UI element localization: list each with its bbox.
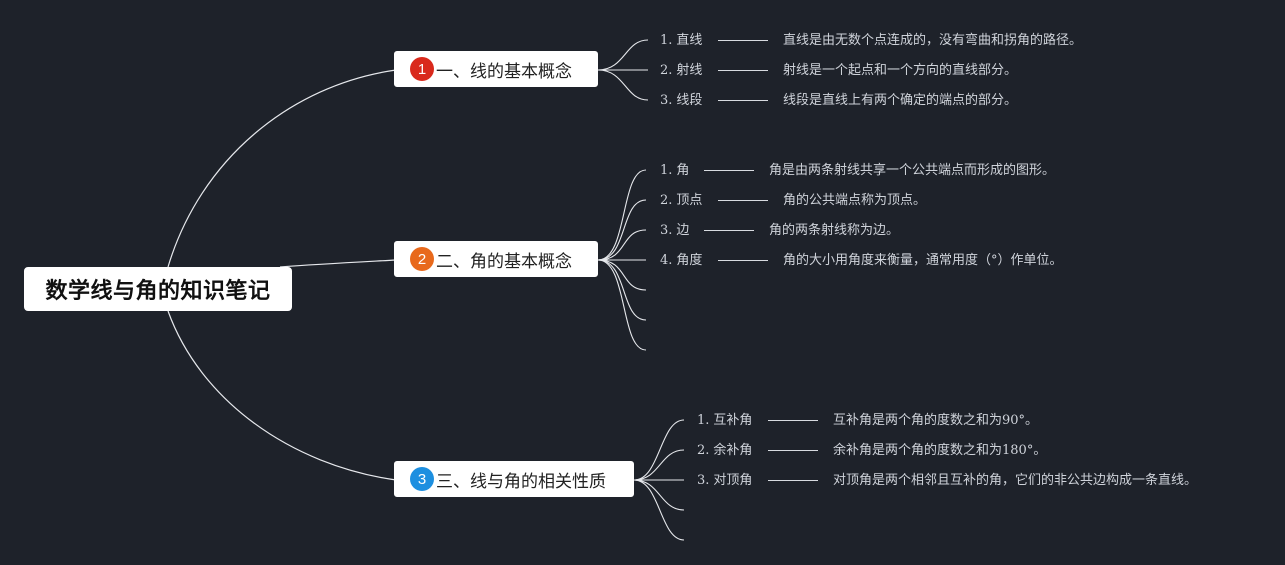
term-item[interactable]: 2.顶点 <box>660 193 703 208</box>
term-item[interactable]: 1.互补角 <box>697 413 753 428</box>
root-node[interactable]: 数学线与角的知识笔记 <box>24 267 292 311</box>
connector-b2-e5 <box>597 259 647 291</box>
connector-root-branch-1 <box>167 69 397 268</box>
definition-text: 对顶角是两个相邻且互补的角，它们的非公共边构成一条直线。 <box>833 473 1198 488</box>
connector-b3-e5 <box>633 479 685 541</box>
term-connector-dash <box>768 450 818 451</box>
branch-node-1[interactable]: 1 一、线的基本概念 <box>394 51 598 87</box>
definition-text: 角是由两条射线共享一个公共端点而形成的图形。 <box>769 163 1056 178</box>
root-title: 数学线与角的知识笔记 <box>45 279 271 304</box>
badge-1: 1 <box>410 57 434 81</box>
term-item[interactable]: 2.余补角 <box>697 443 753 458</box>
connector-root-branch-3 <box>167 310 397 481</box>
connector-b1-i3 <box>597 69 649 101</box>
connector-b3-e4 <box>633 479 685 511</box>
term-connector-dash <box>718 200 768 201</box>
term-item[interactable]: 2.射线 <box>660 63 703 78</box>
branch-node-2[interactable]: 2 二、角的基本概念 <box>394 241 598 277</box>
definition-text: 直线是由无数个点连成的，没有弯曲和拐角的路径。 <box>783 33 1083 48</box>
term-item[interactable]: 3.线段 <box>660 93 703 108</box>
connector-b2-e6 <box>597 259 647 321</box>
term-item[interactable]: 4.角度 <box>660 253 703 268</box>
connector-b3-i1 <box>633 419 685 481</box>
term-connector-dash <box>704 230 754 231</box>
connector-b2-i1 <box>597 169 647 261</box>
definition-text: 余补角是两个角的度数之和为180°。 <box>833 443 1047 458</box>
branch-title-3: 三、线与角的相关性质 <box>436 471 606 492</box>
branch-title-2: 二、角的基本概念 <box>436 251 572 272</box>
definition-text: 角的两条射线称为边。 <box>769 223 900 238</box>
definition-text: 射线是一个起点和一个方向的直线部分。 <box>783 63 1018 78</box>
badge-2: 2 <box>410 247 434 271</box>
term-connector-dash <box>768 480 818 481</box>
term-connector-dash <box>718 70 768 71</box>
definition-text: 互补角是两个角的度数之和为90°。 <box>833 413 1039 428</box>
branch-node-3[interactable]: 3 三、线与角的相关性质 <box>394 461 634 497</box>
term-item[interactable]: 3.边 <box>660 223 690 238</box>
badge-3: 3 <box>410 467 434 491</box>
definition-text: 角的大小用角度来衡量，通常用度（°）作单位。 <box>783 253 1063 268</box>
definition-text: 角的公共端点称为顶点。 <box>783 193 927 208</box>
connector-root-branch-2 <box>279 259 397 268</box>
connector-b2-i3 <box>597 229 647 261</box>
term-connector-dash <box>718 100 768 101</box>
connector-b3-i2 <box>633 449 685 481</box>
connector-b2-e7 <box>597 259 647 351</box>
term-connector-dash <box>704 170 754 171</box>
branch-title-1: 一、线的基本概念 <box>436 61 572 82</box>
connector-b1-i1 <box>597 39 649 71</box>
connector-b2-i2 <box>597 199 647 261</box>
term-connector-dash <box>768 420 818 421</box>
term-connector-dash <box>718 260 768 261</box>
definition-text: 线段是直线上有两个确定的端点的部分。 <box>783 93 1018 108</box>
term-item[interactable]: 1.角 <box>660 163 690 178</box>
term-item[interactable]: 3.对顶角 <box>697 473 753 488</box>
term-connector-dash <box>718 40 768 41</box>
term-item[interactable]: 1.直线 <box>660 33 703 48</box>
